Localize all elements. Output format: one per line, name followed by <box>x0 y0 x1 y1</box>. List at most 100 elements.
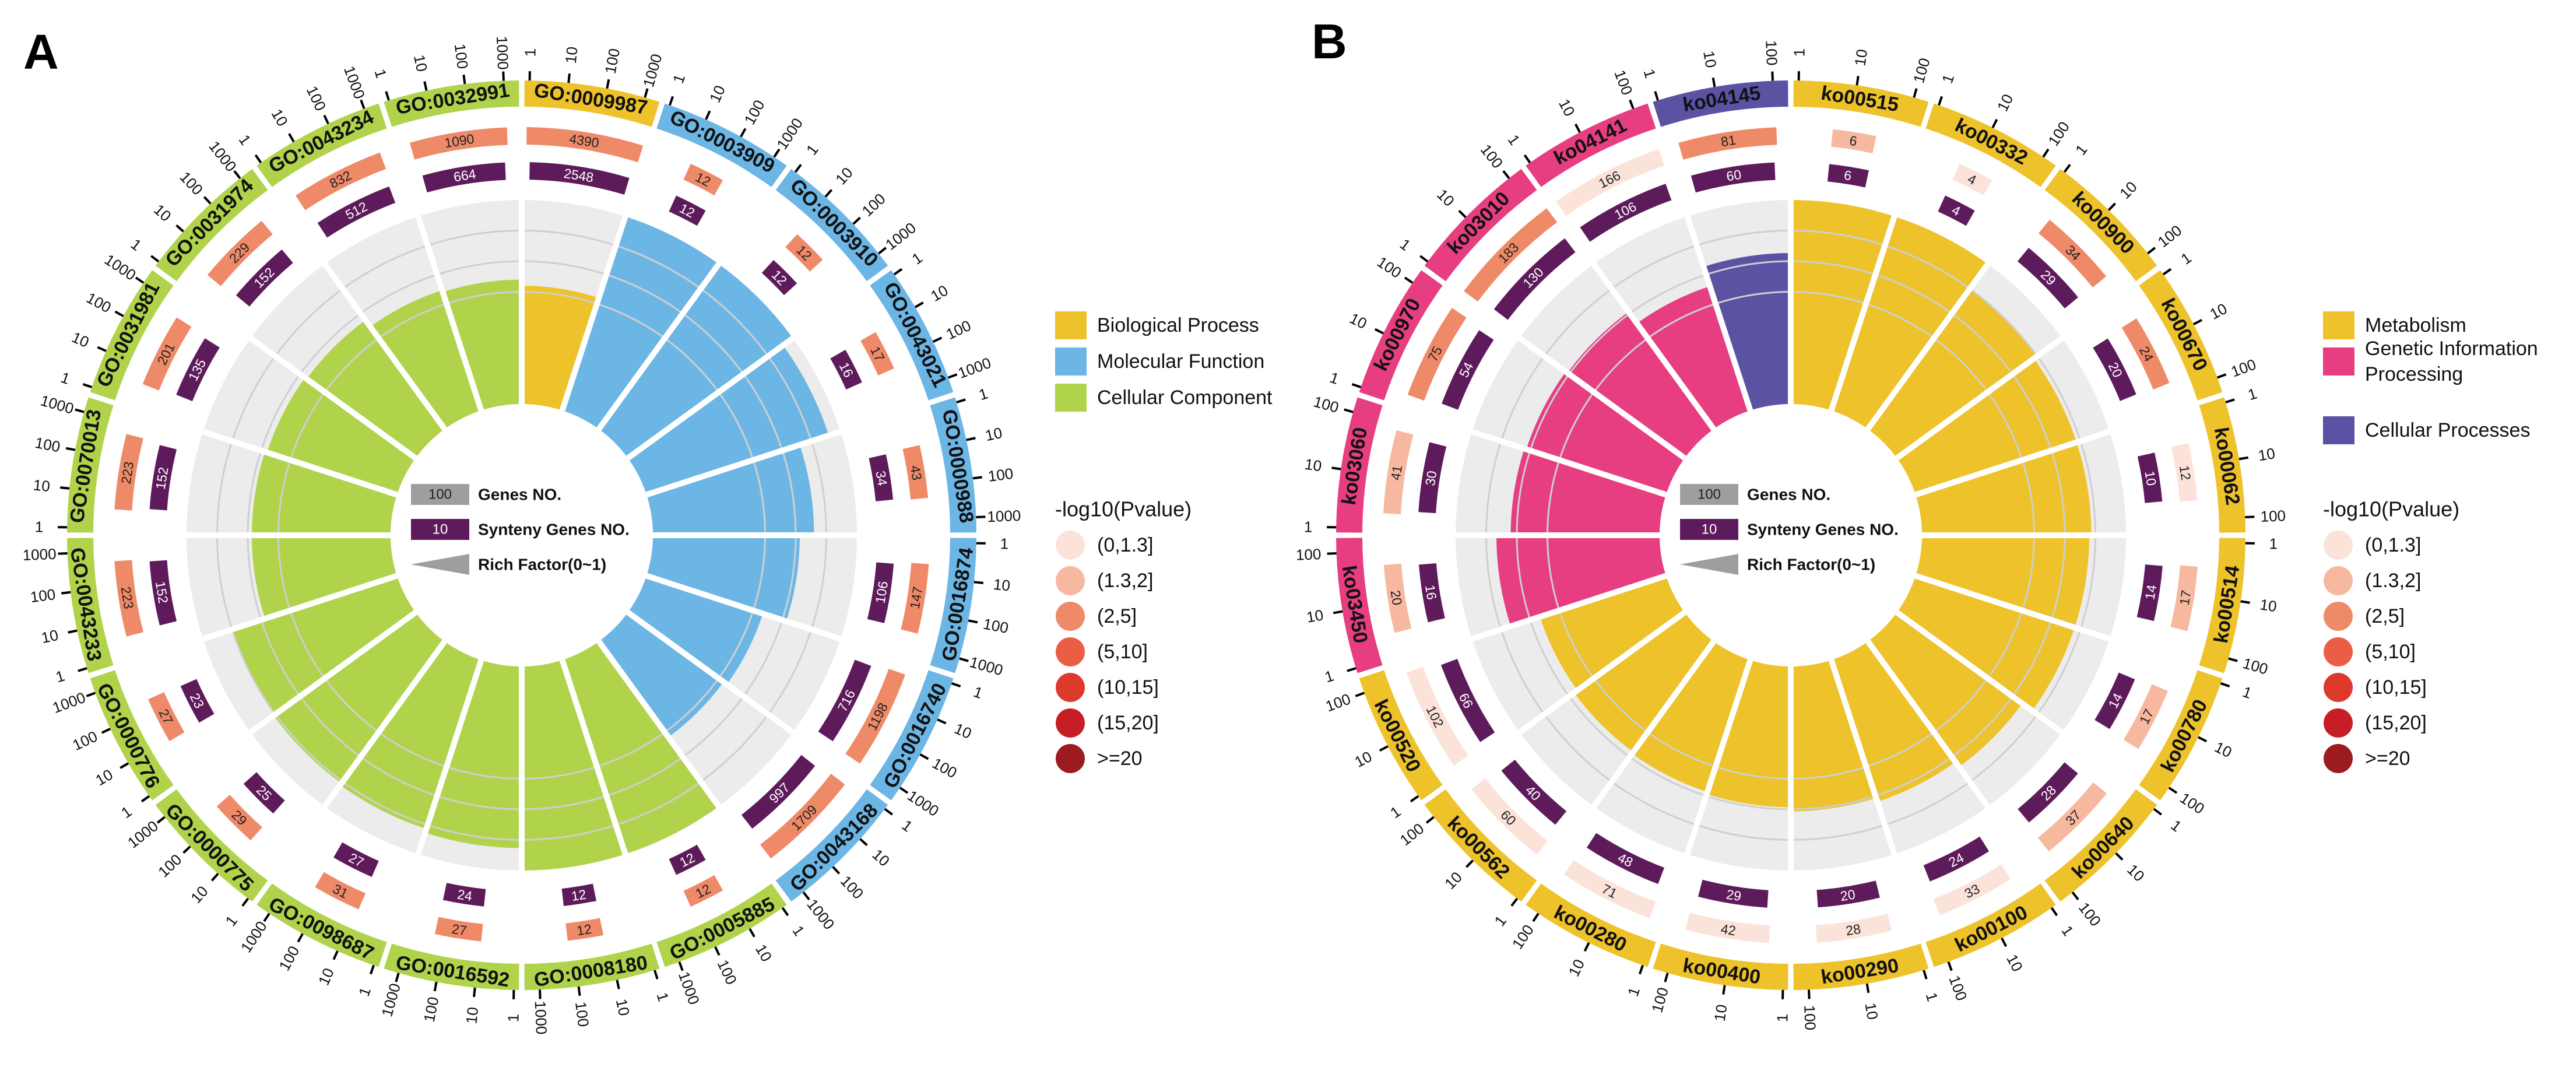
scale-tick <box>502 71 505 81</box>
scale-tick-label: 10 <box>2257 444 2277 464</box>
synteny-count-bar <box>1691 162 1776 193</box>
scale-tick <box>1938 96 1944 106</box>
term-ring-segment <box>2044 169 2157 282</box>
genes-count-bar <box>902 445 929 500</box>
scale-tick <box>1712 77 1716 87</box>
scale-tick <box>2071 891 2079 901</box>
scale-tick <box>182 845 191 854</box>
genes-count-bar <box>114 434 143 511</box>
wedge-separator <box>1590 640 1716 809</box>
synteny-count-label: 30 <box>1422 470 1440 487</box>
pvalue-legend-label: (0,1.3] <box>1097 534 1153 556</box>
synteny-count-bar <box>2137 452 2163 503</box>
scale-tick <box>1327 552 1337 555</box>
scale-tick <box>1855 76 1860 86</box>
center-disc <box>391 404 653 666</box>
scale-tick-label: 100 <box>1945 973 1970 1003</box>
scale-tick <box>1722 985 1726 995</box>
scale-tick-label: 10 <box>150 201 175 225</box>
wedge-separator <box>626 610 796 736</box>
scale-tick-label: 100 <box>929 754 960 781</box>
scale-tick <box>332 950 339 960</box>
scale-tick <box>1425 816 1435 824</box>
genes-count-bar <box>845 668 905 764</box>
scale-tick <box>947 373 958 379</box>
rich-factor-bar <box>1527 373 1685 494</box>
scale-tick <box>288 133 295 143</box>
term-ring-segment <box>656 103 787 187</box>
pvalue-legend-dot <box>2324 602 2353 631</box>
synteny-count-label: 10 <box>2142 470 2159 487</box>
scale-tick <box>1923 970 1928 980</box>
category-legend-swatch <box>2323 416 2354 444</box>
scale-tick-label: 1 <box>1397 235 1414 254</box>
genes-count-bar <box>1383 563 1412 633</box>
scale-tick-label: 100 <box>154 851 185 881</box>
category-legend-swatch <box>1055 384 1087 412</box>
wedge-separator <box>414 659 484 857</box>
term-ring-segment <box>155 169 268 282</box>
synteny-count-bar <box>1418 442 1447 514</box>
scale-tick-label: 1 <box>1790 48 1808 57</box>
key-rich-swatch <box>1680 554 1738 575</box>
term-ring-segment <box>2139 670 2223 801</box>
scale-tick-label: 100 <box>1477 141 1506 172</box>
panel-letter-b: B <box>1312 14 1347 69</box>
scale-tick-label: 1000 <box>237 918 270 956</box>
genes-count-bar <box>1678 127 1777 160</box>
rich-factor-bar <box>1916 536 2089 626</box>
scale-tick-label: 1000 <box>493 36 512 70</box>
scale-tick <box>385 91 390 101</box>
synteny-count-bar <box>149 445 177 511</box>
scale-tick <box>78 667 87 672</box>
scale-tick-label: 100 <box>420 995 442 1023</box>
scale-tick <box>1510 897 1519 907</box>
scale-tick <box>951 682 961 688</box>
scale-tick-label: 10 <box>613 997 633 1017</box>
scale-tick-label: 1 <box>236 131 255 148</box>
scale-tick <box>60 486 70 490</box>
synteny-count-bar <box>867 562 894 623</box>
scale-tick-label: 10 <box>268 106 291 129</box>
genes-count-bar <box>2037 782 2107 852</box>
scale-tick-label: 100 <box>2155 222 2185 251</box>
key-genes-swatch <box>1680 484 1738 505</box>
term-ring-segment <box>1793 80 1929 127</box>
scale-tick <box>899 787 909 794</box>
scale-tick <box>2238 456 2249 461</box>
scale-tick-label: 10 <box>2124 861 2148 885</box>
wedge-separator <box>1828 659 1898 857</box>
term-ring-segment <box>90 270 174 401</box>
rich-factor-bar <box>1916 444 2092 535</box>
panel-letter-a: A <box>23 24 59 79</box>
pvalue-legend-label: (2,5] <box>1097 605 1137 627</box>
pvalue-legend-title: -log10(Pvalue) <box>1055 497 1192 521</box>
rich-factor-bar <box>275 613 444 782</box>
scale-tick-label: 1 <box>2246 384 2259 403</box>
synteny-count-bar <box>1938 195 1975 226</box>
scale-tick-label: 1 <box>971 683 985 702</box>
genes-count-bar <box>434 917 483 942</box>
scale-tick <box>919 753 929 760</box>
term-ring-segment <box>256 883 387 967</box>
scale-tick <box>1638 964 1644 975</box>
scale-tick <box>473 987 476 997</box>
scale-tick <box>1344 408 1354 413</box>
term-ring-segment <box>1336 538 1383 673</box>
scale-tick <box>1947 961 1953 971</box>
wedge-separator <box>248 610 417 736</box>
scale-tick <box>82 382 93 388</box>
pvalue-legend-dot <box>1056 566 1085 595</box>
rich-factor-bar <box>1897 576 2075 710</box>
genes-count-bar <box>1815 914 1892 943</box>
rich-factor-bar <box>1496 536 1666 625</box>
synteny-count-bar <box>830 349 862 390</box>
scale-tick <box>714 946 721 956</box>
genes-count-label: 147 <box>907 585 926 610</box>
scale-tick <box>678 961 684 971</box>
synteny-count-bar <box>2094 672 2135 729</box>
scale-tick-label: 100 <box>1323 690 1353 715</box>
synteny-count-bar <box>1698 879 1769 908</box>
scale-tick-label: 100 <box>2177 789 2208 817</box>
scale-tick-label: 10 <box>1565 956 1588 979</box>
